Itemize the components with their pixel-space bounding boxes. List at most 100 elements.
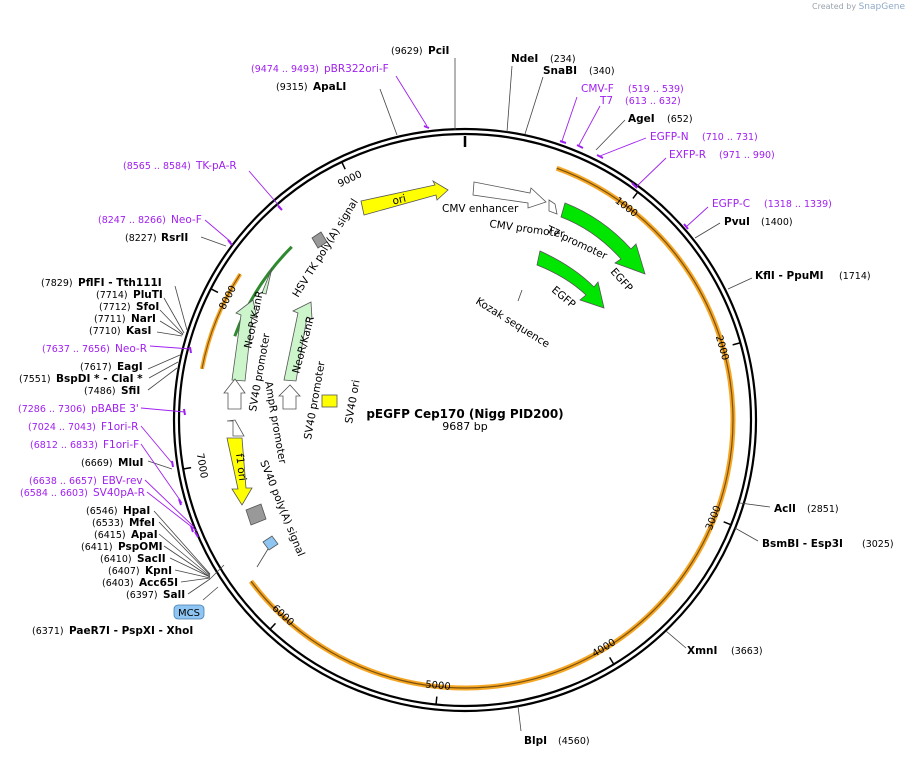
tick-mark [608, 657, 615, 665]
site-pos-acli: (2851) [807, 504, 839, 515]
sv40-promoter-arrow-1 [223, 378, 246, 410]
kozak-label: Kozak sequence [473, 295, 551, 350]
sv40-ori-box [321, 394, 338, 408]
site-name-sacii: SacII [137, 553, 166, 565]
primer-pos-cmvf: (519 .. 539) [628, 84, 684, 95]
site-name-hpai: HpaI [123, 505, 150, 517]
primer-pos-neor: (7637 .. 7656) [42, 344, 110, 355]
tick-mark [341, 161, 346, 170]
primer-pos-ebvrev: (6638 .. 6657) [29, 476, 97, 487]
kozak-leader [517, 289, 523, 302]
neo-arrow-tip [261, 267, 273, 295]
site-pos-apai: (6415) [94, 530, 126, 541]
site-name-mfei: MfeI [129, 517, 155, 529]
primer-labels: (9474 .. 9493) pBR322ori-F CMV-F (519 ..… [18, 63, 832, 499]
primer-name-egfpc: EGFP-C [712, 198, 750, 210]
mcs-badge [173, 604, 205, 620]
primer-name-f1orif: F1ori-F [103, 439, 139, 451]
tick-label: 5000 [425, 679, 451, 693]
primer-name-egfpn: EGFP-N [650, 131, 689, 143]
hsv-tk-polya-box [311, 231, 328, 249]
site-name-pvui: PvuI [724, 216, 750, 228]
credit: Created by SnapGene [812, 2, 905, 12]
site-pos-bsmbi: (3025) [862, 539, 894, 550]
ampr-promoter-arrow [226, 419, 245, 437]
site-name-kpni: KpnI [145, 565, 172, 577]
mcs-label: MCS [178, 608, 200, 619]
ori-label: ori [391, 193, 407, 208]
site-pos-pflfi: (7829) [41, 278, 73, 289]
site-name-pspomi: PspOMI [118, 541, 163, 553]
site-pos-pluti: (7714) [96, 290, 128, 301]
site-name-ndei: NdeI [511, 53, 538, 65]
insert-arc-core [250, 167, 734, 689]
primer-pos-sv40par: (6584 .. 6603) [20, 488, 88, 499]
f1-ori-arrow [226, 437, 253, 506]
site-name-pcii: PciI [428, 45, 449, 57]
site-pos-pvui: (1400) [761, 217, 793, 228]
site-name-pflfi: PflFI - Tth111I [78, 277, 162, 289]
tick-label: 8000 [218, 284, 239, 312]
primer-name-cmvf: CMV-F [581, 83, 614, 95]
site-name-agei: AgeI [628, 113, 655, 125]
sv40-polya-box [245, 503, 267, 526]
site-pos-bspdi: (7551) [19, 374, 51, 385]
primer-pos-f1orif: (6812 .. 6833) [30, 440, 98, 451]
primer-pos-f1orir: (7024 .. 7043) [28, 422, 96, 433]
site-pos-paer7i: (6371) [32, 626, 64, 637]
tick-label: 2000 [713, 334, 730, 361]
site-name-pluti: PluTI [133, 289, 163, 301]
site-pos-apali: (9315) [276, 82, 308, 93]
backbone-inner-ring [177, 132, 753, 708]
site-pos-sfii: (7486) [84, 386, 116, 397]
hsv-tk-label: HSV TK poly(A) signal [290, 197, 360, 300]
site-pos-nari: (7711) [94, 314, 126, 325]
site-pos-eagi: (7617) [80, 362, 112, 373]
tick-mark [435, 696, 438, 705]
tick-label: 9000 [336, 169, 364, 190]
tick-mark [723, 521, 732, 526]
tick-label: 3000 [704, 504, 724, 532]
site-name-mlui: MluI [118, 457, 143, 469]
backbone-outer-ring [172, 127, 758, 713]
site-pos-mfei: (6533) [92, 518, 124, 529]
cmv-enhancer-arrow [472, 181, 547, 209]
site-name-bspdi: BspDI * - ClaI * [56, 373, 143, 385]
site-pos-pcii: (9629) [391, 46, 423, 57]
tick-mark [210, 288, 219, 294]
site-name-apali: ApaLI [313, 81, 346, 93]
tick-mark [183, 466, 192, 470]
egfp-label-1: EGFP [608, 266, 635, 294]
tick-mark [269, 622, 277, 630]
primer-pos-t7: (613 .. 632) [625, 96, 681, 107]
site-name-snabi: SnaBI [543, 65, 577, 77]
tick-mark [732, 342, 741, 346]
primer-name-exfpr: EXFP-R [669, 149, 706, 161]
primer-marks [171, 125, 689, 538]
primer-name-neor: Neo-R [115, 343, 147, 355]
site-name-paer7i: PaeR7I - PspXI - XhoI [69, 625, 193, 637]
site-name-blpi: BlpI [524, 735, 547, 747]
site-name-eagi: EagI [117, 361, 143, 373]
site-pos-sacii: (6410) [100, 554, 132, 565]
primer-pos-tkpar: (8565 .. 8584) [123, 161, 191, 172]
site-name-sali: SalI [163, 589, 185, 601]
site-name-sfoi: SfoI [136, 301, 159, 313]
site-name-kasi: KasI [126, 325, 151, 337]
orange-arcs [199, 165, 736, 691]
site-pos-mlui: (6669) [81, 458, 113, 469]
site-name-bsmbi: BsmBI - Esp3I [762, 538, 843, 550]
mcs-box [262, 535, 279, 551]
site-pos-blpi: (4560) [558, 736, 590, 747]
site-name-xmni: XmnI [687, 645, 717, 657]
tick-label: 7000 [194, 452, 209, 479]
sv40-promoter-arrow-2 [278, 384, 301, 410]
plasmid-length: 9687 bp [442, 420, 487, 433]
site-pos-kfli: (1714) [839, 271, 871, 282]
site-pos-sali: (6397) [126, 590, 158, 601]
egfp-arrow-1 [560, 202, 646, 275]
site-pos-snabi: (340) [589, 66, 615, 77]
tick-label: 4000 [590, 637, 617, 660]
tick-mark [632, 191, 639, 199]
